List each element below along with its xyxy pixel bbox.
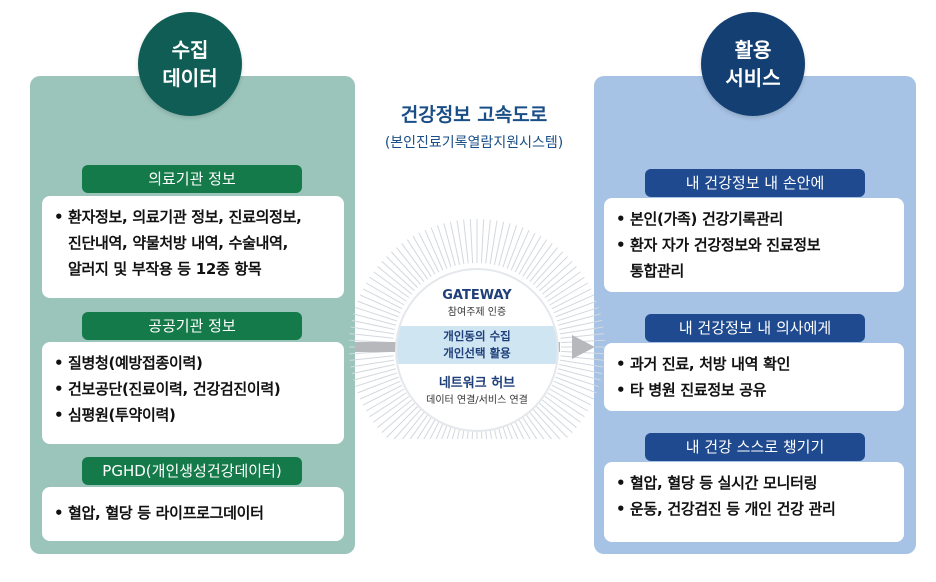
medical-institution-info-box: •환자정보, 의료기관 정보, 진료의정보, 진단내역, 약물처방 내역, 수술…	[42, 196, 344, 298]
list-item: •본인(가족) 건강기록관리	[616, 210, 784, 228]
gateway-hub: GATEWAY 참여주제 인증 개인동의 수집 개인선택 활용 네트워크 허브 …	[397, 270, 557, 430]
list-item: •질병청(예방접종이력)	[54, 354, 203, 372]
list-item: 통합관리	[630, 262, 685, 280]
list-item: •환자정보, 의료기관 정보, 진료의정보,	[54, 208, 302, 226]
public-institution-info-box: •질병청(예방접종이력) •건보공단(진료이력, 건강검진이력) •심평원(투약…	[42, 342, 344, 444]
list-item: •과거 진료, 처방 내역 확인	[616, 355, 791, 373]
flow-arrowhead	[572, 335, 595, 359]
list-item: •타 병원 진료정보 공유	[616, 381, 767, 399]
health-info-in-hand-box: •본인(가족) 건강기록관리 •환자 자가 건강정보와 진료정보 통합관리	[604, 198, 904, 292]
pghd-box: •혈압, 혈당 등 라이프로그데이터	[42, 487, 344, 541]
medical-institution-info-tag: 의료기관 정보	[82, 165, 302, 193]
list-item: •혈압, 혈당 등 실시간 모니터링	[616, 474, 818, 492]
collection-badge-line1: 수집	[171, 38, 209, 62]
gateway-label: GATEWAY	[442, 288, 512, 303]
health-info-to-doctor-box: •과거 진료, 처방 내역 확인 •타 병원 진료정보 공유	[604, 343, 904, 411]
list-item: 진단내역, 약물처방 내역, 수술내역,	[68, 234, 288, 252]
collection-data-badge: 수집 데이터	[138, 12, 242, 116]
consent-band: 개인동의 수집 개인선택 활용	[397, 326, 557, 364]
list-item: •환자 자가 건강정보와 진료정보	[616, 236, 821, 254]
service-badge-line2: 서비스	[725, 66, 781, 90]
public-institution-info-tag: 공공기관 정보	[82, 312, 302, 340]
selective-use-text: 개인선택 활용	[443, 346, 511, 360]
list-item: •혈압, 혈당 등 라이프로그데이터	[54, 504, 264, 522]
gateway-sub-label: 참여주제 인증	[447, 307, 507, 318]
pghd-tag: PGHD(개인생성건강데이터)	[82, 457, 302, 485]
consent-collection-text: 개인동의 수집	[443, 329, 511, 343]
health-highway-title: 건강정보 고속도로	[400, 104, 548, 126]
list-item: •심평원(투약이력)	[54, 406, 176, 424]
self-health-care-tag: 내 건강 스스로 챙기기	[645, 433, 865, 461]
list-item: 알러지 및 부작용 등 12종 항목	[68, 260, 262, 278]
collection-badge-line2: 데이터	[162, 66, 218, 90]
list-item: •건보공단(진료이력, 건강검진이력)	[54, 380, 281, 398]
service-badge-line1: 활용	[734, 38, 772, 62]
network-hub-label: 네트워크 허브	[438, 376, 516, 391]
self-health-care-box: •혈압, 혈당 등 실시간 모니터링 •운동, 건강검진 등 개인 건강 관리	[604, 462, 904, 542]
list-item: •운동, 건강검진 등 개인 건강 관리	[616, 500, 836, 518]
network-hub-sub-label: 데이터 연결/서비스 연결	[426, 395, 528, 406]
utilization-service-badge: 활용 서비스	[701, 12, 805, 116]
health-info-to-doctor-tag: 내 건강정보 내 의사에게	[645, 314, 865, 342]
health-info-in-hand-tag: 내 건강정보 내 손안에	[645, 169, 865, 197]
health-highway-subtitle: (본인진료기록열람지원시스템)	[384, 135, 564, 151]
